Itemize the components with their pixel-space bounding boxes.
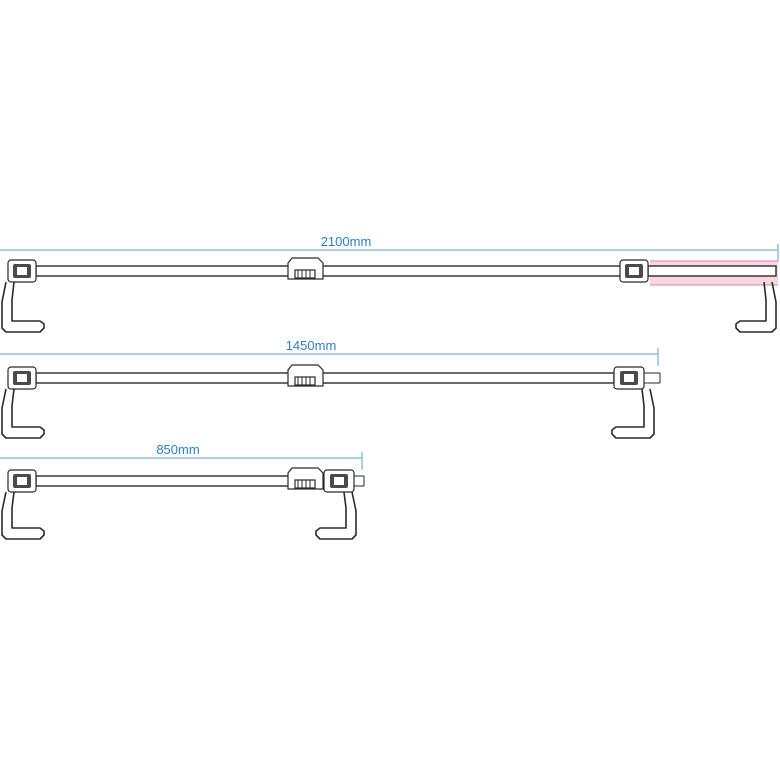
end-clamp-left-850 [7,469,37,493]
bar-2100-group: 2100mm [0,234,779,333]
end-clamp-right-1450 [613,366,661,390]
bar-tube-right-1450 [321,372,615,384]
dimension-label-2100: 2100mm [321,234,372,249]
end-clamp-left-1450 [7,366,37,390]
end-clamp-left-2100 [7,259,37,283]
bar-850-group: 850mm [0,442,365,540]
bar-1450-group: 1450mm [0,338,661,439]
bar-tube-left-2100 [35,265,295,277]
dimension-label-1450: 1450mm [286,338,337,353]
ratchet-lock-1450 [287,364,324,387]
bar-tube-left-850 [35,475,293,487]
dimension-label-850: 850mm [156,442,199,457]
handle-right-1450 [611,388,655,439]
bar-tube-right-2100 [321,265,625,277]
handle-left-2100 [1,281,45,333]
handle-right-850 [315,491,357,540]
handle-right-2100 [735,281,777,333]
end-clamp-right-850 [323,469,365,493]
handle-left-850 [1,491,45,540]
end-clamp-right-2100 [619,259,649,283]
handle-left-1450 [1,388,45,439]
ratchet-lock-850 [287,467,324,490]
bar-tube-left-1450 [35,372,295,384]
bar-tube-extension-2100 [647,265,777,277]
ratchet-lock-2100 [287,257,324,280]
